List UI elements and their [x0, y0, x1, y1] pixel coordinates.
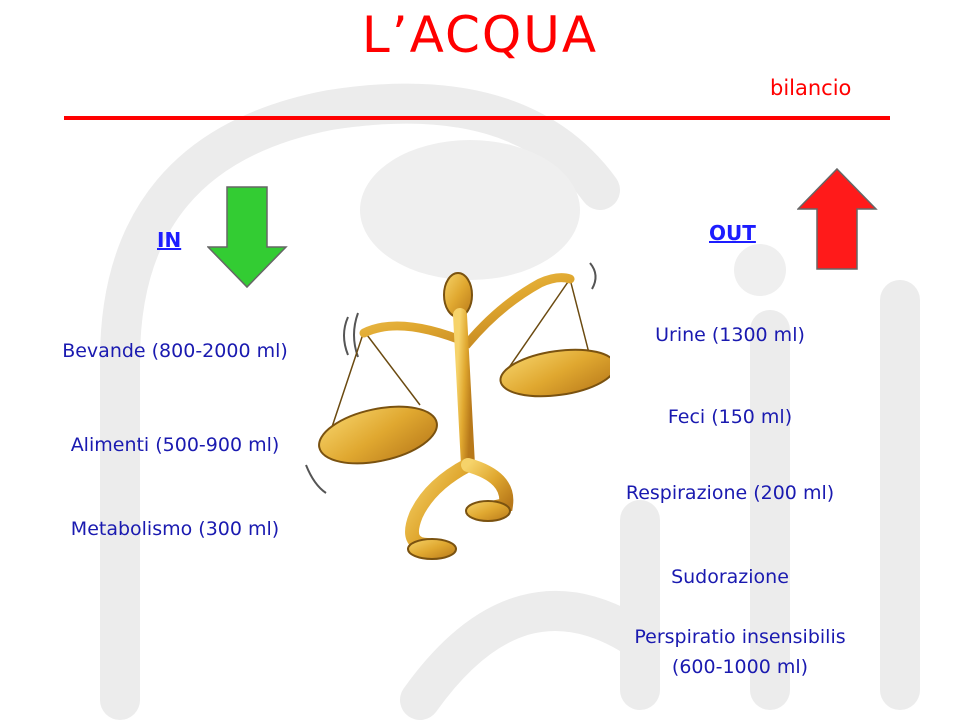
out-item-feci: Feci (150 ml): [667, 406, 793, 428]
slide-subtitle: bilancio: [770, 76, 852, 100]
out-item-perspiratio-line2: (600-1000 ml): [671, 656, 809, 678]
in-heading: IN: [157, 228, 182, 252]
in-item-alimenti: Alimenti (500-900 ml): [70, 434, 280, 456]
in-item-metabolismo: Metabolismo (300 ml): [70, 518, 280, 540]
in-item-bevande: Bevande (800-2000 ml): [62, 340, 288, 362]
up-arrow-icon: [797, 167, 878, 270]
out-item-perspiratio-line1: Perspiratio insensibilis: [634, 626, 846, 648]
out-item-urine: Urine (1300 ml): [655, 324, 805, 346]
out-item-respirazione: Respirazione (200 ml): [625, 482, 835, 504]
title-divider: [64, 116, 890, 120]
out-item-sudorazione: Sudorazione: [671, 566, 789, 588]
down-arrow-icon: [207, 186, 288, 289]
slide-title: L’ACQUA: [361, 6, 599, 64]
balance-scale-illustration: [305, 262, 610, 560]
out-heading: OUT: [709, 221, 756, 245]
